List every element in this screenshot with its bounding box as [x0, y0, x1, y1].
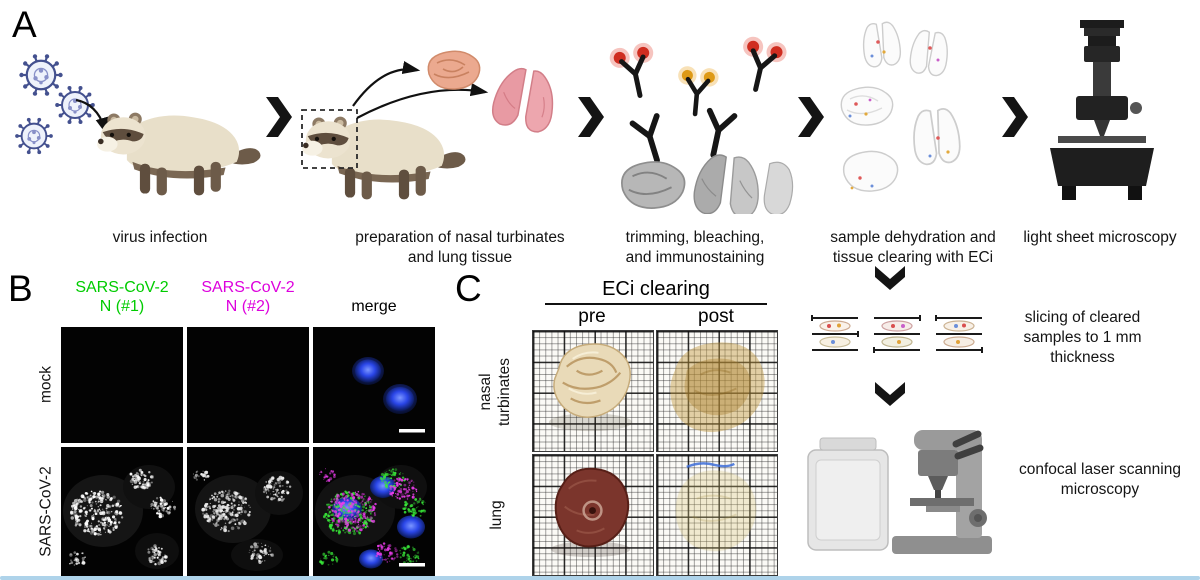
step-caption-4: sample dehydration and tissue clearing w…: [830, 229, 996, 266]
side-caption-slicing: slicing of cleared samples to 1 mm thick…: [1023, 309, 1142, 366]
gray-turbinate-icon: [621, 161, 686, 209]
scale-bar: [399, 429, 425, 433]
immunostaining-illustration: [609, 36, 794, 214]
step-caption-5: light sheet microscopy: [1023, 229, 1177, 246]
tissue-photo-pre-lung: [532, 454, 654, 576]
tissue-photo-post-turbinates: [656, 330, 778, 452]
panel-c-col-header-post: post: [698, 306, 734, 327]
ferret-icon: [97, 112, 261, 196]
fluorescence-image-sars-n1: [61, 447, 183, 577]
antibody-red-icon: [609, 42, 654, 98]
sliced-samples-icon: [811, 315, 983, 353]
slice-stack: [935, 315, 983, 353]
fluorescence-image-sars-merge: [313, 447, 435, 577]
chevron-right-icon: [578, 97, 604, 137]
panel-c-row-label-lung: lung: [488, 500, 505, 530]
cleared-tissues-illustration: [840, 21, 961, 192]
nasal-turbinate-icon: [427, 50, 481, 90]
confocal-microscope-icon: [807, 430, 992, 554]
fluorescence-image-mock-n1: [61, 327, 183, 443]
chevron-right-icon: [266, 97, 292, 137]
light-sheet-microscope-icon: [1050, 20, 1154, 200]
panel-a-label: A: [12, 4, 37, 45]
slice-stack: [873, 315, 921, 353]
arrow-to-turbinate-icon: [352, 61, 421, 107]
step-caption-1: virus infection: [112, 229, 208, 246]
bottom-border-accent: [0, 576, 1200, 580]
fluorescence-image-mock-merge: [313, 327, 435, 443]
panel-c-label: C: [455, 268, 482, 309]
chevron-down-icon: [875, 266, 905, 290]
lung-icon: [491, 67, 554, 133]
fluorescence-image-sars-n2: [187, 447, 309, 577]
title-underline: [545, 303, 767, 305]
gray-lung-icon: [693, 154, 794, 214]
side-caption-confocal: confocal laser scanning microscopy: [1019, 461, 1181, 498]
step-caption-3: trimming, bleaching, and immunostaining: [625, 229, 765, 266]
blue-thread-mark: [686, 462, 735, 469]
panel-c-col-header-pre: pre: [578, 306, 606, 327]
antibody-orange-icon: [678, 66, 719, 117]
fluorescence-image-mock-n2: [187, 327, 309, 443]
tissue-photo-post-lung: [656, 454, 778, 576]
panel-b-label: B: [8, 268, 33, 309]
chevron-down-icon: [875, 382, 905, 406]
panel-b-col-header-merge: merge: [351, 298, 397, 315]
slice-stack: [811, 315, 859, 351]
scale-bar: [399, 563, 425, 567]
tissue-prep-illustration: [301, 50, 554, 169]
antibody-icon: [706, 107, 738, 158]
dashed-selection-box: [301, 109, 358, 169]
panel-b-col-header-n1: SARS-CoV-2 N (#1): [75, 279, 169, 315]
staining-dots: [848, 40, 950, 190]
panel-c-title: ECi clearing: [602, 278, 710, 300]
chevron-right-icon: [798, 97, 824, 137]
panel-c-row-label-turbinates: nasal turbinates: [477, 357, 513, 427]
chevron-right-icon: [1002, 97, 1028, 137]
antibody-red-icon: [743, 36, 787, 92]
panel-b-col-header-n2: SARS-CoV-2 N (#2): [201, 279, 295, 315]
panel-b-row-label-mock: mock: [37, 365, 55, 404]
step-caption-2: preparation of nasal turbinates and lung…: [355, 229, 565, 266]
panel-b-row-label-sars: SARS-CoV-2: [37, 466, 55, 557]
arrow-to-lung-icon: [356, 83, 489, 119]
antibody-icon: [629, 113, 660, 164]
tissue-photo-pre-turbinates: [532, 330, 654, 452]
